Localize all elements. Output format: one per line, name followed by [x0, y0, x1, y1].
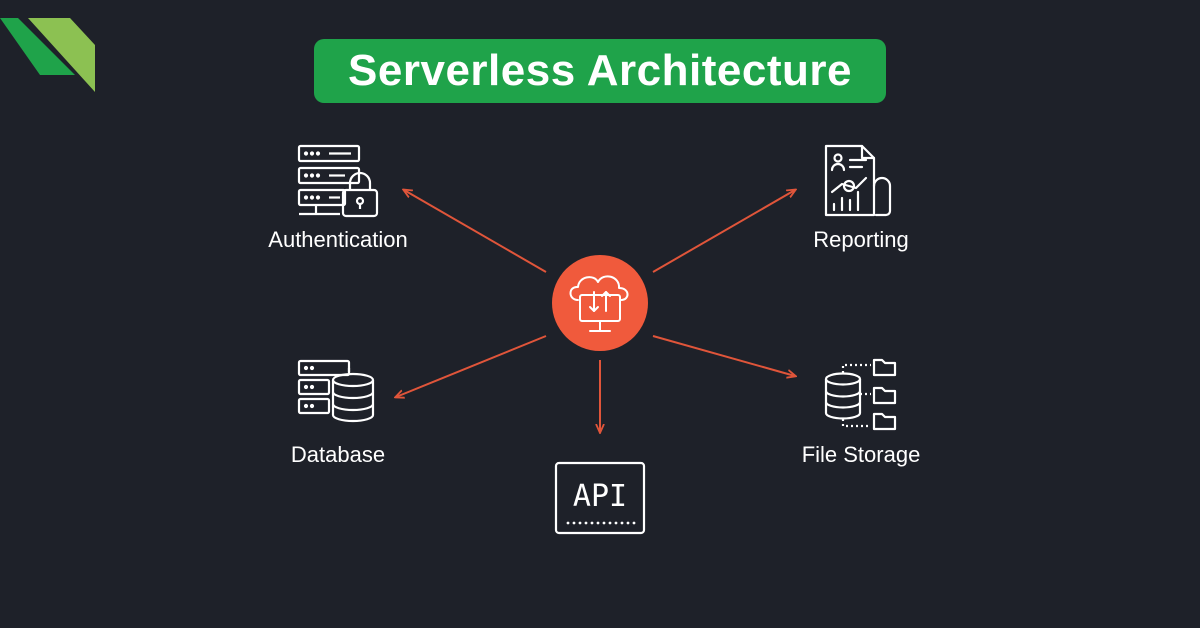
database-label: Database — [290, 442, 386, 467]
file-storage-label: File Storage — [801, 442, 921, 467]
arrow-to-database — [396, 335, 547, 397]
authentication-label: Authentication — [268, 227, 408, 252]
page-title: Serverless Architecture — [348, 46, 852, 95]
corner-stripes-decoration — [0, 18, 95, 92]
api-chip-icon: API — [554, 461, 646, 535]
arrow-to-reporting — [652, 190, 795, 273]
arrow-to-file-storage — [652, 335, 795, 376]
server-lock-icon — [297, 144, 379, 218]
database-server-icon — [297, 359, 375, 423]
cloud-computer-icon — [569, 275, 629, 332]
hub-node — [552, 255, 648, 351]
file-storage-icon — [824, 358, 897, 431]
api-label: API — [573, 479, 627, 514]
report-document-icon — [824, 144, 892, 217]
reporting-label: Reporting — [813, 227, 909, 252]
arrow-to-authentication — [404, 190, 547, 273]
title-banner: Serverless Architecture — [314, 39, 886, 103]
